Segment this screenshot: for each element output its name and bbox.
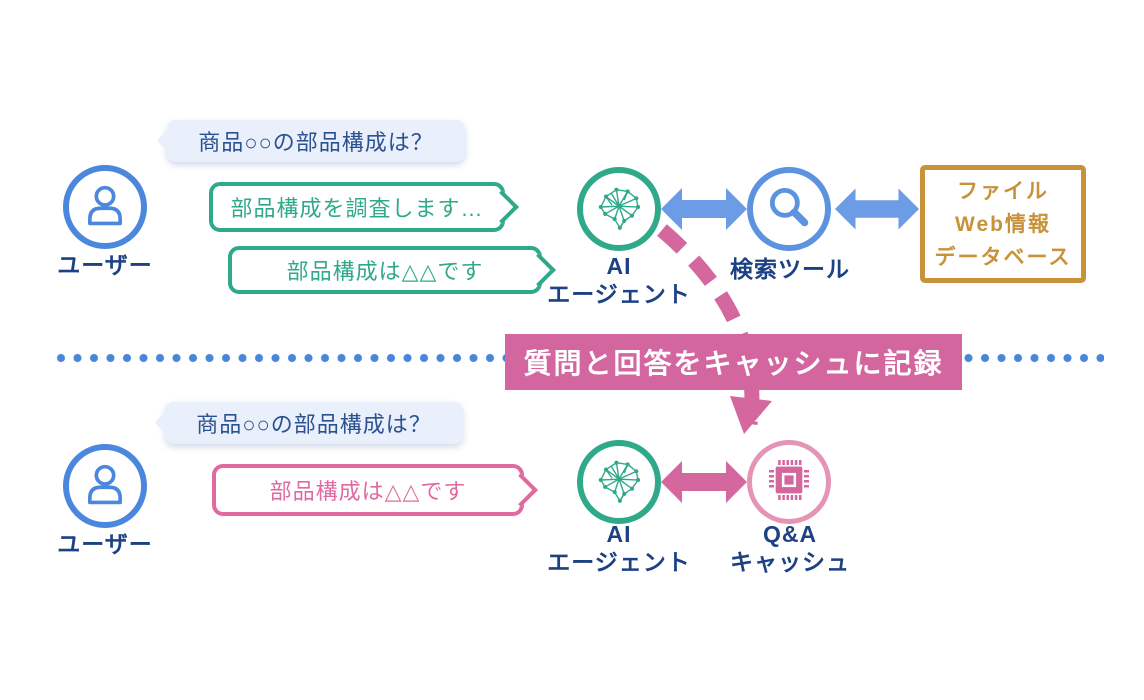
ai-agent-label-bottom: AI エージェント: [539, 520, 699, 576]
cached-reply-text: 部品構成は△△です: [269, 479, 467, 504]
search-tool-node: [747, 167, 831, 251]
ai-agent-label-line1: AI: [606, 253, 632, 279]
double-arrow-icon: [661, 188, 747, 230]
agent-reply-text-2: 部品構成は△△です: [286, 259, 484, 284]
ai-agent-node-top: [577, 167, 661, 251]
datasource-line3: データベース: [934, 245, 1072, 269]
ai-agent-label-line2: エージェント: [547, 549, 691, 575]
question-bubble-top: 商品○○の部品構成は？: [156, 120, 465, 162]
ai-agent-label-line1: AI: [606, 521, 632, 547]
user-label-top: ユーザー: [57, 252, 153, 278]
search-icon: [764, 182, 814, 237]
user-node-top: [63, 165, 147, 249]
qa-cache-label-line2: キャッシュ: [730, 549, 850, 575]
double-arrow-icon: [661, 461, 747, 503]
brain-icon: [593, 181, 645, 238]
user-icon: [79, 458, 131, 515]
cached-reply-bubble: 部品構成は△△です: [212, 464, 538, 516]
ai-agent-label-top: AI エージェント: [539, 252, 699, 308]
user-label-bottom: ユーザー: [57, 531, 153, 557]
bubble-tail-right: [485, 190, 519, 224]
cache-banner: 質問と回答をキャッシュに記録: [505, 334, 962, 390]
bubble-tail-left: [156, 128, 181, 153]
ai-agent-label-line2: エージェント: [547, 281, 691, 307]
agent-reply-text-1: 部品構成を調査します…: [230, 196, 484, 221]
agent-reply-bubble-2: 部品構成は△△です: [228, 246, 556, 294]
bubble-tail-right: [504, 473, 538, 507]
datasource-line1: ファイル: [957, 179, 1049, 203]
user-node-bottom: [63, 444, 147, 528]
user-icon: [79, 179, 131, 236]
cache-banner-text: 質問と回答をキャッシュに記録: [523, 348, 944, 379]
bubble-tail-left: [154, 410, 179, 435]
datasource-line2: Web情報: [955, 212, 1051, 236]
search-tool-label: 検索ツール: [730, 256, 850, 282]
qa-cache-node: [747, 440, 831, 524]
qa-cache-label: Q&A キャッシュ: [715, 520, 865, 576]
question-text-top: 商品○○の部品構成は？: [198, 130, 434, 155]
chip-icon: [764, 455, 814, 510]
question-bubble-bottom: 商品○○の部品構成は？: [154, 402, 463, 444]
qa-cache-label-line1: Q&A: [762, 521, 818, 547]
ai-agent-node-bottom: [577, 440, 661, 524]
question-text-bottom: 商品○○の部品構成は？: [196, 412, 432, 437]
double-arrow-icon: [835, 188, 919, 230]
brain-icon: [593, 454, 645, 511]
agent-reply-bubble-1: 部品構成を調査します…: [209, 182, 519, 232]
datasource-box: ファイル Web情報 データベース: [920, 165, 1086, 283]
